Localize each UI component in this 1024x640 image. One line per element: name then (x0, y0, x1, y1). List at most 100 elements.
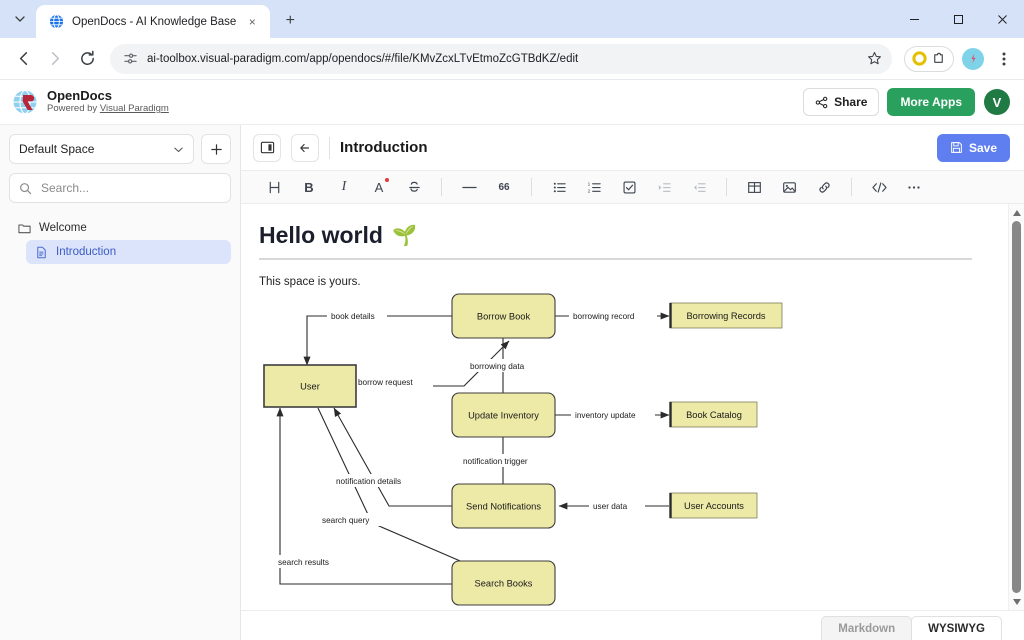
dfd-node-user[interactable]: User (263, 364, 357, 408)
outdent-button[interactable] (682, 174, 716, 200)
quote-button[interactable]: 66 (498, 181, 510, 193)
extension-icon[interactable] (931, 51, 946, 66)
back-button[interactable] (8, 44, 38, 74)
powered-by: Powered by Visual Paradigm (47, 103, 169, 115)
toolbar-right-actions (900, 45, 1016, 73)
text-color-button[interactable]: A (362, 174, 396, 200)
document-header: Introduction Save (241, 125, 1024, 170)
more-button[interactable] (897, 174, 931, 200)
browser-toolbar: ai-toolbox.visual-paradigm.com/app/opend… (0, 38, 1024, 80)
save-button[interactable]: Save (936, 133, 1010, 162)
header-divider (329, 136, 330, 159)
link-button[interactable] (807, 174, 841, 200)
tab-wysiwyg[interactable]: WYSIWYG (911, 616, 1002, 640)
app-name: OpenDocs (47, 88, 113, 104)
dfd-node-book-catalog[interactable]: Book Catalog (669, 401, 758, 428)
edge-label: search query (322, 516, 370, 525)
image-button[interactable] (772, 174, 806, 200)
edge-label: borrowing record (573, 312, 635, 321)
search-box[interactable] (9, 173, 231, 203)
color-indicator-dot (385, 178, 389, 182)
browser-tab[interactable]: OpenDocs - AI Knowledge Base × (36, 5, 271, 38)
document-canvas[interactable]: Hello world 🌱 This space is yours. (241, 204, 1008, 610)
save-button-label: Save (968, 140, 997, 155)
address-bar[interactable]: ai-toolbox.visual-paradigm.com/app/opend… (110, 43, 892, 74)
edge-book-details (303, 315, 452, 366)
horizontal-rule-button[interactable] (452, 174, 486, 200)
dfd-node-label: User (300, 382, 320, 392)
bold-button[interactable]: B (304, 179, 314, 195)
scrollbar-track[interactable] (1009, 219, 1024, 595)
svg-text:2: 2 (587, 188, 590, 193)
format-toolbar: B I A 66 (241, 170, 1024, 204)
tree-item-welcome[interactable]: Welcome (9, 216, 231, 240)
tab-title: OpenDocs - AI Knowledge Base (72, 15, 237, 28)
code-button[interactable] (862, 174, 896, 200)
italic-button[interactable]: I (341, 179, 347, 194)
dfd-node-label: Borrowing Records (686, 311, 765, 321)
window-maximize-button[interactable] (936, 0, 980, 38)
seedling-emoji-icon: 🌱 (391, 225, 417, 247)
page-title: Introduction (340, 139, 428, 156)
toolbar-divider (726, 178, 727, 196)
window-minimize-button[interactable] (892, 0, 936, 38)
dfd-node-borrowing-records[interactable]: Borrowing Records (669, 302, 783, 329)
site-settings-icon[interactable] (122, 51, 138, 67)
heading-button[interactable] (257, 174, 291, 200)
share-button-label: Share (834, 95, 868, 109)
more-apps-button[interactable]: More Apps (887, 88, 975, 116)
scroll-down-arrow-icon[interactable] (1012, 595, 1021, 608)
forward-button[interactable] (40, 44, 70, 74)
data-flow-diagram[interactable]: book details borrow request borrowing re… (259, 290, 982, 610)
dfd-node-user-accounts[interactable]: User Accounts (669, 492, 758, 519)
account-avatar[interactable]: V (984, 89, 1010, 115)
visual-paradigm-link[interactable]: Visual Paradigm (99, 103, 169, 114)
folder-icon (17, 221, 31, 235)
share-button[interactable]: Share (803, 88, 880, 116)
dfd-node-label: Send Notifications (466, 502, 541, 512)
window-close-button[interactable] (980, 0, 1024, 38)
brand[interactable]: OpenDocs Powered by Visual Paradigm (12, 88, 169, 115)
dfd-node-search-books[interactable]: Search Books (451, 560, 556, 606)
sidebar-toggle-icon[interactable] (253, 133, 281, 162)
checklist-button[interactable] (612, 174, 646, 200)
profile-avatar-icon[interactable] (962, 47, 984, 70)
extensions-pill[interactable] (904, 45, 954, 72)
strikethrough-button[interactable] (397, 174, 431, 200)
status-bar: Markdown WYSIWYG (241, 610, 1024, 640)
dfd-node-borrow-book[interactable]: Borrow Book (451, 293, 556, 339)
add-space-button[interactable] (201, 134, 231, 164)
dfd-node-label: Borrow Book (477, 312, 531, 322)
bullet-list-button[interactable] (542, 174, 576, 200)
back-to-list-button[interactable] (291, 133, 319, 162)
editor-pane: Introduction Save B I A (241, 125, 1024, 640)
reload-button[interactable] (72, 44, 102, 74)
yellow-circle-icon[interactable] (912, 51, 927, 66)
table-button[interactable] (737, 174, 771, 200)
space-selector-label: Default Space (19, 142, 95, 156)
tab-close-icon[interactable]: × (248, 14, 256, 29)
vertical-scrollbar[interactable] (1008, 204, 1024, 610)
toolbar-divider (531, 178, 532, 196)
editor-mode-tabs: Markdown WYSIWYG (821, 616, 1002, 640)
dfd-node-label: Book Catalog (686, 410, 742, 420)
scroll-up-arrow-icon[interactable] (1012, 206, 1021, 219)
dfd-node-send-notifications[interactable]: Send Notifications (451, 483, 556, 529)
three-dot-menu-icon[interactable] (992, 45, 1016, 73)
scrollbar-thumb[interactable] (1012, 221, 1021, 593)
edge-label: inventory update (575, 411, 636, 420)
opendocs-logo-icon (12, 89, 38, 115)
dfd-node-update-inventory[interactable]: Update Inventory (451, 392, 556, 438)
indent-button[interactable] (647, 174, 681, 200)
search-input[interactable] (39, 180, 221, 196)
new-tab-button[interactable]: + (285, 12, 295, 29)
space-selector[interactable]: Default Space (9, 134, 194, 164)
document-area: Hello world 🌱 This space is yours. (241, 204, 1024, 610)
tree-item-introduction[interactable]: Introduction (26, 240, 231, 264)
tab-markdown[interactable]: Markdown (821, 616, 913, 640)
tab-search-chevron-icon[interactable] (6, 5, 34, 33)
edge-labels: book details borrow request borrowing re… (275, 309, 657, 568)
star-icon[interactable] (866, 51, 882, 67)
